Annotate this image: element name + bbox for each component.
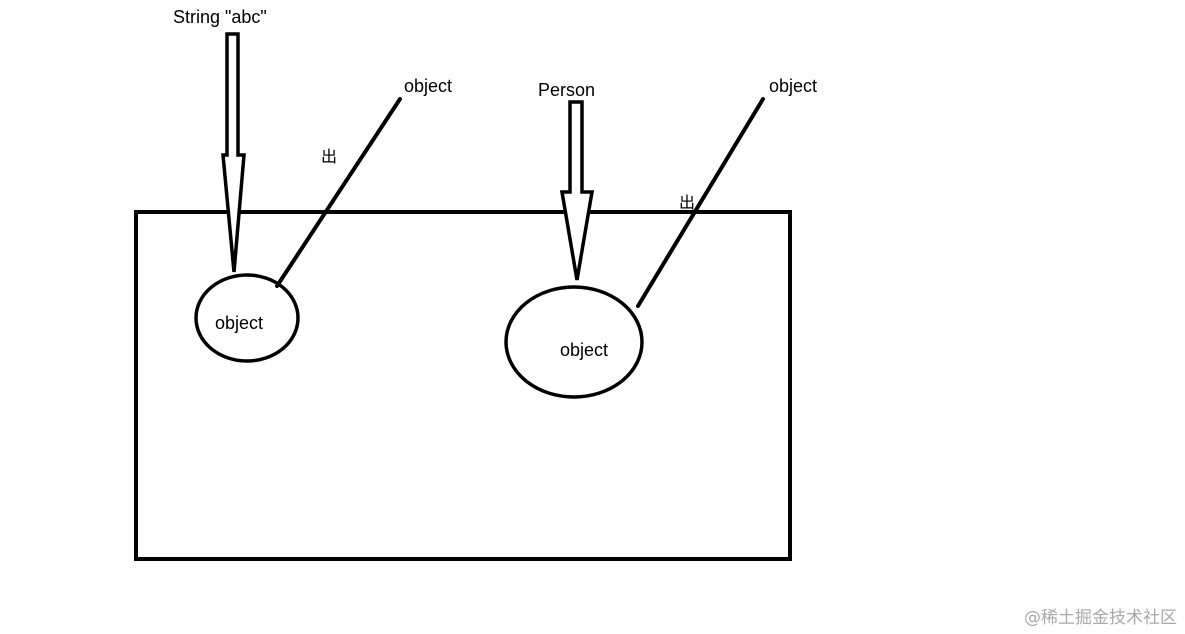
object-label-top-left: object bbox=[404, 76, 453, 96]
object-label-left-ellipse: object bbox=[215, 313, 264, 333]
out-glyph-right: 出 bbox=[679, 193, 696, 212]
left-object-ellipse bbox=[194, 273, 300, 363]
out-glyph-left: 出 bbox=[321, 147, 338, 166]
object-label-right-ellipse: object bbox=[560, 340, 609, 360]
person-label: Person bbox=[538, 80, 596, 100]
heap-rectangle bbox=[134, 210, 792, 561]
left-object-line bbox=[275, 97, 402, 288]
right-object-line bbox=[636, 97, 765, 308]
person-arrow bbox=[559, 100, 595, 281]
watermark-text: @稀土掘金技术社区 bbox=[1024, 608, 1177, 628]
string-arrow bbox=[221, 32, 246, 273]
object-label-top-right: object bbox=[769, 76, 818, 96]
string-abc-label: String "abc" bbox=[173, 7, 267, 27]
right-object-ellipse bbox=[504, 285, 644, 399]
